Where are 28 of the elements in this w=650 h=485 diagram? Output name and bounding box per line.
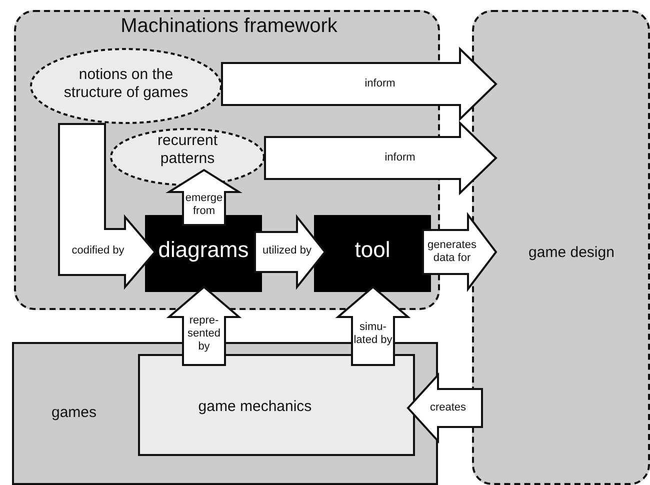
block-arrow bbox=[406, 372, 483, 444]
block-arrow bbox=[422, 212, 498, 292]
edge-label: inform bbox=[384, 152, 416, 164]
concept-ellipse bbox=[30, 48, 222, 124]
node-label: notions on the structure of games bbox=[62, 66, 190, 102]
block-arrow bbox=[254, 214, 326, 290]
node-label: Machinations framework bbox=[120, 14, 338, 38]
node-label: game mechanics bbox=[197, 398, 313, 416]
edge-label: creates bbox=[428, 402, 468, 414]
node-label: recurrent patterns bbox=[156, 132, 219, 168]
edge-label: emerge from bbox=[184, 192, 224, 218]
component-box bbox=[138, 354, 415, 456]
edge-label: simu- lated by bbox=[353, 321, 393, 347]
edge-label: utilized by bbox=[262, 244, 312, 258]
concept-ellipse bbox=[110, 128, 265, 186]
edge-label: generates data for bbox=[426, 239, 478, 265]
node-label: games bbox=[50, 404, 98, 422]
edge-label: inform bbox=[364, 78, 396, 90]
block-arrow bbox=[335, 286, 411, 366]
node-label: diagrams bbox=[157, 237, 250, 264]
block-arrow bbox=[264, 120, 498, 196]
block-arrow bbox=[221, 46, 498, 122]
node-label: game design bbox=[528, 244, 616, 262]
block-arrow bbox=[58, 123, 156, 290]
block-arrow bbox=[166, 168, 242, 226]
edge-label: repre- sented by bbox=[186, 314, 222, 354]
block-arrow bbox=[166, 286, 242, 366]
edge-label: codified by bbox=[70, 244, 126, 258]
